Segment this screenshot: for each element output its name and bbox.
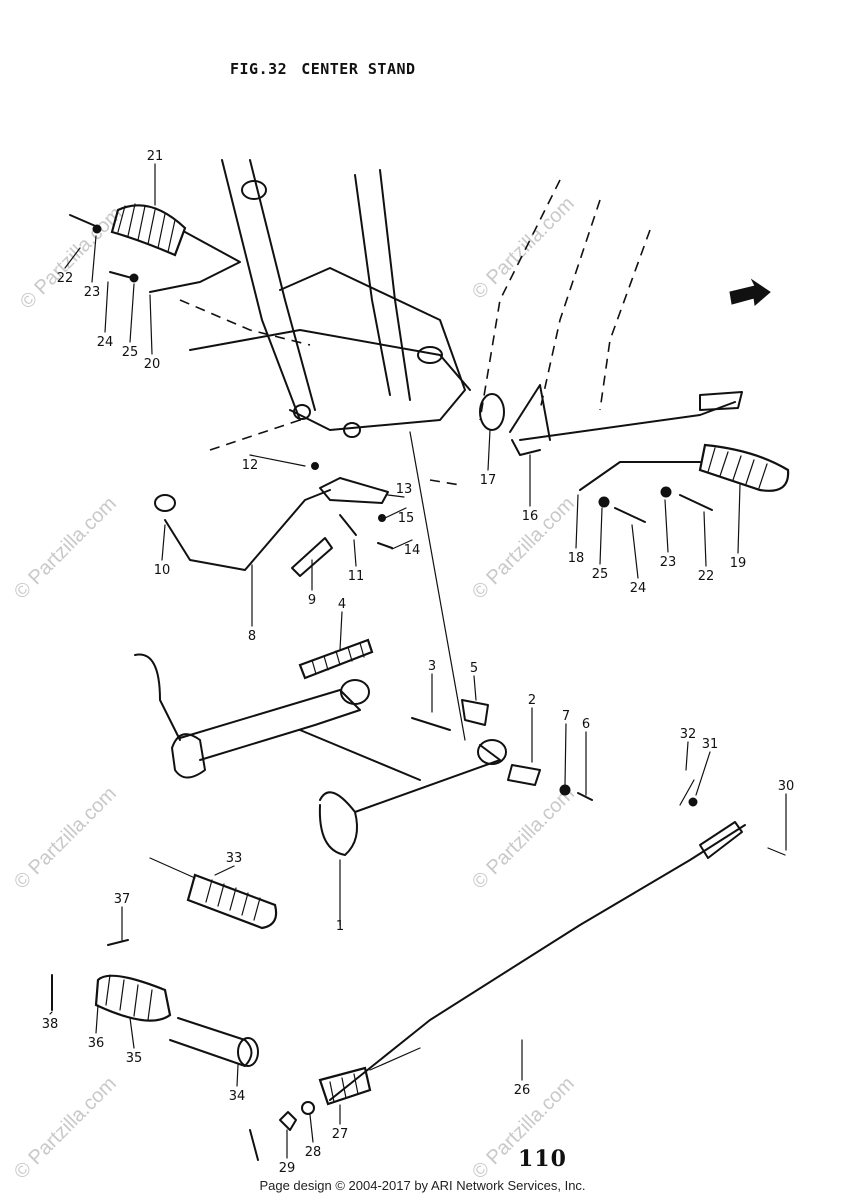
callout-number: 22 — [698, 569, 715, 584]
right-footrest — [579, 443, 790, 523]
page-footer: Page design © 2004-2017 by ARI Network S… — [259, 1178, 586, 1193]
callout-number: 32 — [680, 727, 697, 742]
callout-number: 34 — [229, 1089, 246, 1104]
callout-leader-line — [664, 499, 669, 553]
callout-number: 1 — [336, 919, 344, 934]
callout-leader-line — [564, 723, 567, 786]
callout-number: 25 — [122, 345, 139, 360]
callout-number: 31 — [702, 737, 719, 752]
stand-spring — [298, 638, 374, 680]
left-footrest — [69, 203, 241, 293]
callout-number: 25 — [592, 567, 609, 582]
callout-leader-line — [391, 539, 413, 550]
callout-leader-line — [309, 1114, 314, 1143]
callout-number: 14 — [404, 543, 421, 558]
callout-number: 5 — [470, 661, 478, 676]
callout-leader-line — [487, 429, 491, 471]
callout-leader-line — [384, 507, 407, 519]
callout-leader-line — [249, 454, 306, 467]
callout-leader-line — [599, 507, 603, 565]
callout-leader-line — [49, 1011, 53, 1015]
page-number: 110 — [518, 1146, 567, 1172]
callout-number: 28 — [305, 1145, 322, 1160]
watermark-text: © Partzilla.com — [16, 203, 127, 314]
callout-leader-line — [64, 247, 81, 269]
brake-pedal — [479, 384, 743, 456]
figure-title: FIG.32 CENTER STAND — [230, 60, 416, 78]
callout-number: 35 — [126, 1051, 143, 1066]
callout-leader-line — [473, 675, 477, 701]
callout-number: 23 — [660, 555, 677, 570]
watermark-text: © Partzilla.com — [10, 493, 121, 604]
watermark-text: © Partzilla.com — [468, 783, 579, 894]
callout-number: 3 — [428, 659, 436, 674]
stand-cable — [249, 779, 786, 1161]
callout-leader-line — [695, 751, 711, 796]
callout-number: 9 — [308, 593, 316, 608]
watermark-text: © Partzilla.com — [10, 1073, 121, 1184]
callout-number: 12 — [242, 458, 259, 473]
watermark-text: © Partzilla.com — [468, 193, 579, 304]
callout-leader-line — [575, 494, 579, 549]
callout-number: 15 — [398, 511, 415, 526]
callout-number: 30 — [778, 779, 795, 794]
callout-number: 29 — [279, 1161, 296, 1176]
watermark-text: © Partzilla.com — [10, 783, 121, 894]
callout-number: 2 — [528, 693, 536, 708]
callout-number: 18 — [568, 551, 585, 566]
callout-number: 38 — [42, 1017, 59, 1032]
callout-number: 10 — [154, 563, 171, 578]
callout-leader-line — [129, 1017, 135, 1049]
callout-number: 24 — [97, 335, 114, 350]
callout-leader-line — [685, 741, 689, 771]
figure-name: CENTER STAND — [301, 60, 416, 78]
callout-leader-line — [149, 294, 153, 355]
callout-number: 4 — [338, 597, 346, 612]
callout-layer: 2122232425201213171615141110984182524232… — [42, 149, 795, 1176]
callout-number: 8 — [248, 629, 256, 644]
callout-leader-line — [214, 865, 235, 876]
callout-leader-line — [129, 283, 135, 343]
callout-leader-line — [95, 1004, 99, 1034]
callout-leader-line — [703, 511, 707, 567]
callout-leader-line — [387, 494, 405, 498]
callout-number: 6 — [582, 717, 590, 732]
footrest-rubber-assembly — [51, 939, 259, 1067]
callout-number: 22 — [57, 271, 74, 286]
callout-number: 16 — [522, 509, 539, 524]
callout-number: 37 — [114, 892, 131, 907]
callout-number: 23 — [84, 285, 101, 300]
callout-number: 20 — [144, 357, 161, 372]
callout-number: 7 — [562, 709, 570, 724]
callout-leader-line — [236, 1064, 239, 1087]
brake-linkage — [154, 431, 466, 741]
callout-leader-line — [631, 524, 639, 579]
callout-leader-line — [161, 524, 166, 561]
center-stand — [134, 653, 593, 926]
callout-leader-line — [737, 484, 741, 554]
callout-leader-line — [104, 281, 109, 333]
frame-outline — [179, 159, 651, 451]
callout-number: 13 — [396, 482, 413, 497]
callout-number: 26 — [514, 1083, 531, 1098]
callout-leader-line — [339, 611, 343, 651]
callout-number: 24 — [630, 581, 647, 596]
forward-arrow-icon — [729, 278, 771, 306]
figure-label: FIG.32 — [230, 60, 288, 78]
callout-number: 21 — [147, 149, 164, 164]
footrest-grip-assembly — [149, 857, 278, 930]
callout-number: 19 — [730, 556, 747, 571]
callout-number: 27 — [332, 1127, 349, 1142]
callout-number: 17 — [480, 473, 497, 488]
callout-leader-line — [353, 539, 357, 567]
callout-number: 36 — [88, 1036, 105, 1051]
callout-number: 11 — [348, 569, 365, 584]
callout-number: 33 — [226, 851, 243, 866]
callout-leader-line — [91, 235, 97, 283]
